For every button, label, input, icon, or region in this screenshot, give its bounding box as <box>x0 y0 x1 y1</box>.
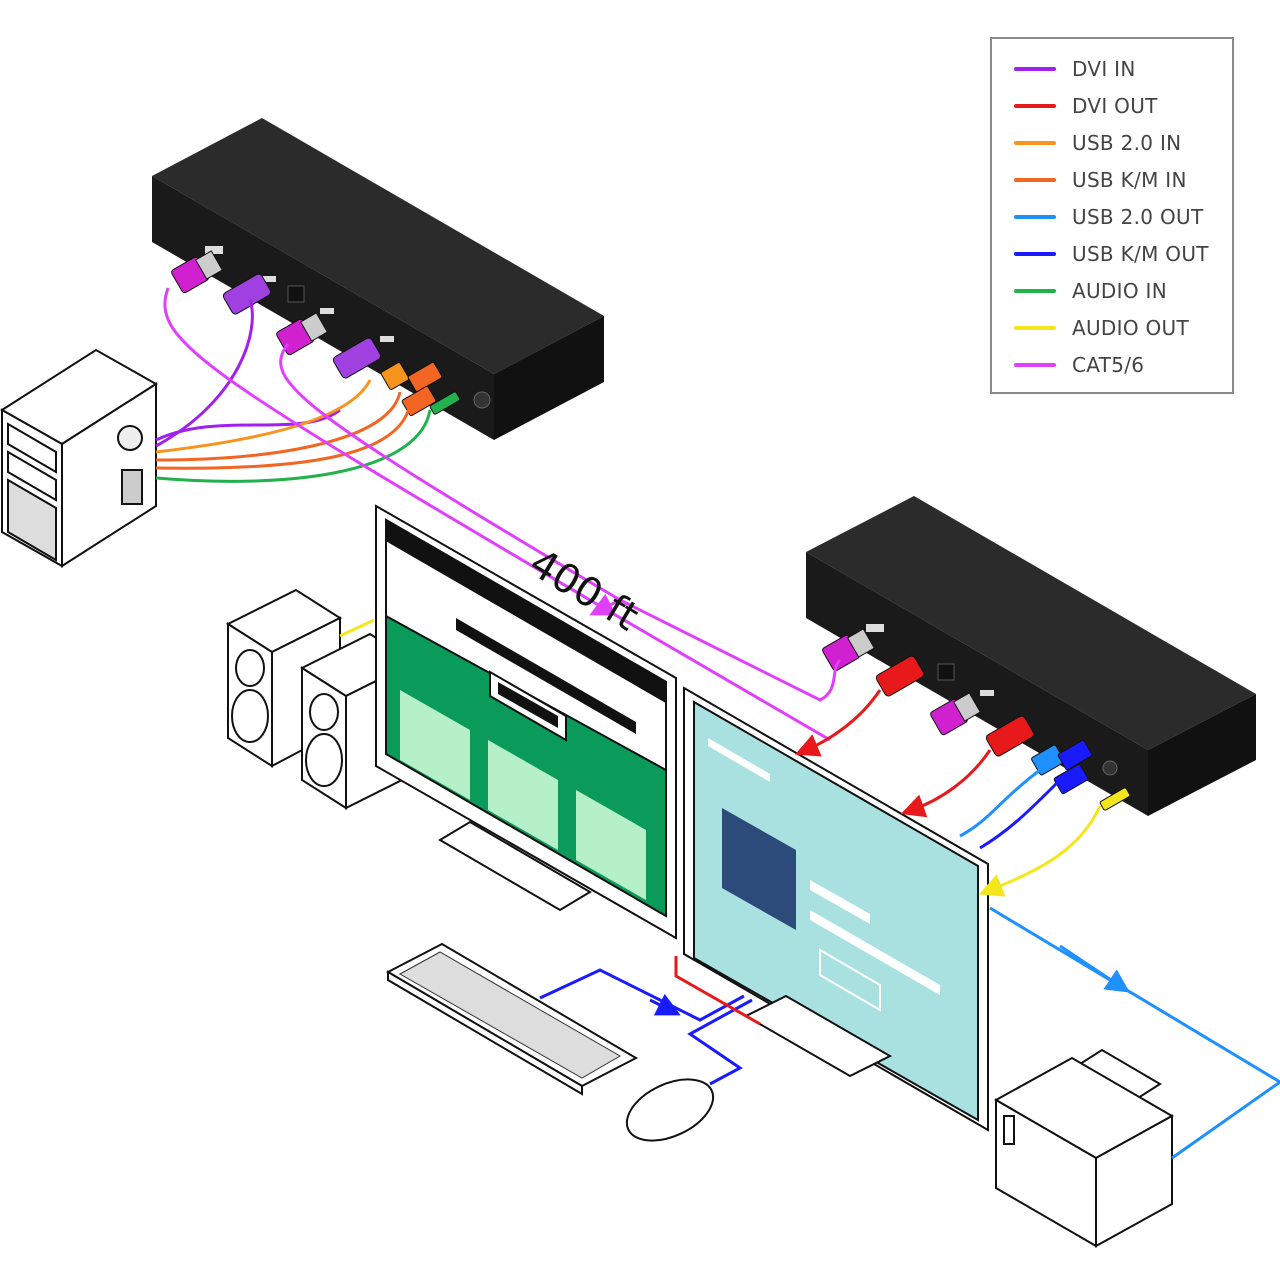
legend-item: USB K/M IN <box>1014 165 1187 195</box>
transmitter-unit <box>152 118 604 440</box>
mouse <box>625 1078 715 1142</box>
legend-label: USB 2.0 IN <box>1072 131 1182 155</box>
keyboard <box>385 942 639 1096</box>
legend-item: DVI OUT <box>1014 91 1158 121</box>
legend-label: USB 2.0 OUT <box>1072 205 1204 229</box>
legend-swatch <box>1014 215 1056 219</box>
legend-swatch <box>1014 67 1056 71</box>
legend-swatch <box>1014 363 1056 367</box>
legend-label: USB K/M OUT <box>1072 242 1209 266</box>
legend: DVI IN DVI OUT USB 2.0 IN USB K/M IN USB 2.0… <box>990 37 1234 394</box>
legend-item: DVI IN <box>1014 54 1136 84</box>
legend-swatch <box>1014 141 1056 145</box>
legend-swatch <box>1014 104 1056 108</box>
legend-swatch <box>1014 252 1056 256</box>
printer <box>993 1048 1175 1248</box>
legend-label: AUDIO OUT <box>1072 316 1190 340</box>
receiver-unit <box>806 496 1256 816</box>
legend-label: DVI IN <box>1072 57 1136 81</box>
legend-label: USB K/M IN <box>1072 168 1187 192</box>
computer-tower <box>0 348 158 568</box>
legend-label: DVI OUT <box>1072 94 1158 118</box>
cables <box>155 287 1280 1160</box>
legend-label: CAT5/6 <box>1072 353 1145 377</box>
legend-item: USB 2.0 IN <box>1014 128 1181 158</box>
legend-item: AUDIO IN <box>1014 276 1167 306</box>
right-monitor <box>683 686 989 1132</box>
legend-swatch <box>1014 178 1056 182</box>
left-monitor <box>375 504 677 940</box>
legend-label: AUDIO IN <box>1072 279 1167 303</box>
legend-swatch <box>1014 326 1056 330</box>
legend-item: USB K/M OUT <box>1014 239 1209 269</box>
legend-swatch <box>1014 289 1056 293</box>
legend-item: AUDIO OUT <box>1014 313 1189 343</box>
legend-item: CAT5/6 <box>1014 350 1144 380</box>
transmitter-connectors <box>171 250 461 417</box>
legend-item: USB 2.0 OUT <box>1014 202 1203 232</box>
receiver-connectors <box>822 628 1131 811</box>
